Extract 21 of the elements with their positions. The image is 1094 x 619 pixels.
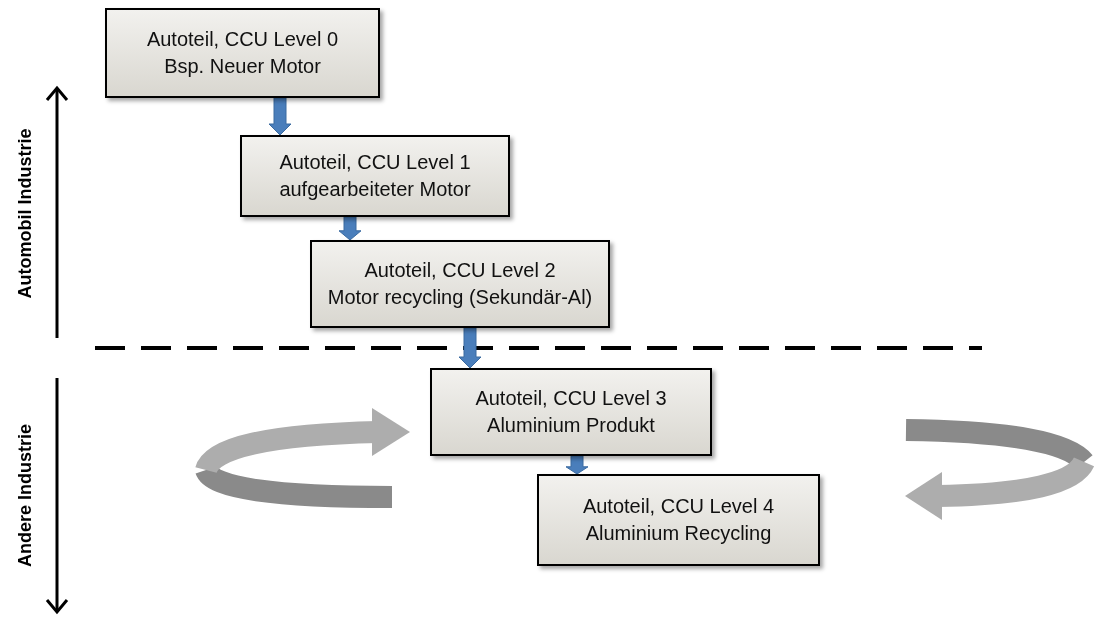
axis-label: Automobil Industrie — [14, 128, 36, 298]
box-text: Aluminium Recycling — [585, 521, 772, 546]
box-text: aufgearbeiteter Motor — [279, 177, 471, 202]
box-text: Bsp. Neuer Motor — [164, 54, 321, 79]
box-title: Autoteil, CCU Level 1 — [279, 150, 471, 175]
process-box — [537, 474, 820, 566]
box-text: Aluminium Produkt — [487, 413, 655, 438]
process-box — [240, 135, 510, 217]
process-box — [310, 240, 610, 328]
axis-label: Andere Industrie — [14, 423, 36, 567]
arrow — [565, 455, 589, 475]
box-text: Motor recycling (Sekundär-Al) — [327, 285, 593, 310]
process-box — [105, 8, 380, 98]
process-box — [430, 368, 712, 456]
arrow — [268, 97, 292, 136]
box-title: Autoteil, CCU Level 3 — [475, 386, 667, 411]
box-title: Autoteil, CCU Level 2 — [364, 258, 556, 283]
box-title: Autoteil, CCU Level 0 — [146, 27, 339, 52]
arrow — [338, 216, 362, 241]
box-title: Autoteil, CCU Level 4 — [582, 494, 775, 519]
arrow — [458, 327, 482, 369]
